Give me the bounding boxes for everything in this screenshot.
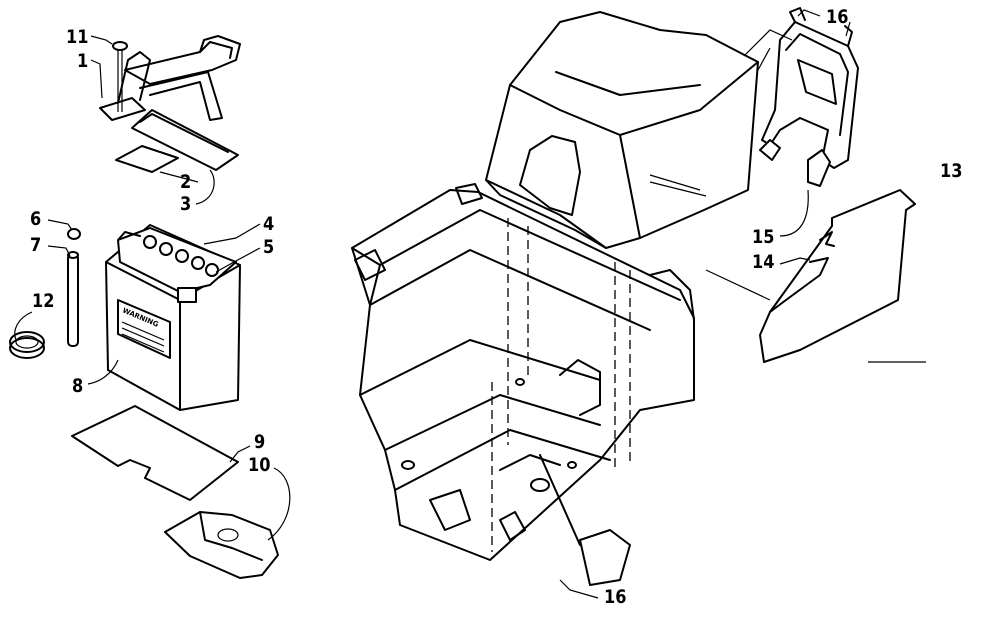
- callout-12: 12: [32, 290, 55, 312]
- callout-10: 10: [248, 454, 271, 476]
- callout-13: 13: [940, 160, 963, 182]
- side-panel-part-14: [759, 189, 916, 363]
- seat-latch-cover-part-15: [759, 7, 859, 187]
- callout-7: 7: [30, 234, 42, 256]
- frame: [351, 183, 695, 586]
- callout-5: 5: [263, 236, 275, 258]
- callout-16-bottom: 16: [604, 586, 627, 608]
- vent-tube-part-7: [67, 251, 79, 347]
- callout-1: 1: [77, 50, 89, 72]
- leader-lines: [14, 9, 926, 599]
- callout-6: 6: [30, 208, 42, 230]
- callout-9: 9: [254, 431, 266, 453]
- callout-4: 4: [263, 213, 275, 235]
- bolt-part-11: [112, 41, 128, 112]
- battery-pad-part-9: [71, 405, 239, 501]
- callout-16-top: 16: [826, 6, 849, 28]
- callout-3: 3: [180, 193, 192, 215]
- callout-8: 8: [72, 375, 84, 397]
- callout-2: 2: [180, 171, 192, 193]
- callout-11: 11: [66, 26, 89, 48]
- callout-14: 14: [752, 251, 775, 273]
- battery: WARNING: [105, 224, 241, 411]
- battery-strap-parts-2-3: [115, 109, 239, 173]
- tool-pouch-part-10: [164, 511, 279, 579]
- vent-cap-part-6: [67, 228, 81, 240]
- seat: [485, 11, 759, 249]
- frame-hidden-lines: [491, 218, 631, 552]
- battery-terminals: [143, 235, 219, 277]
- callout-15: 15: [752, 226, 775, 248]
- clamp-part-12: [9, 331, 45, 359]
